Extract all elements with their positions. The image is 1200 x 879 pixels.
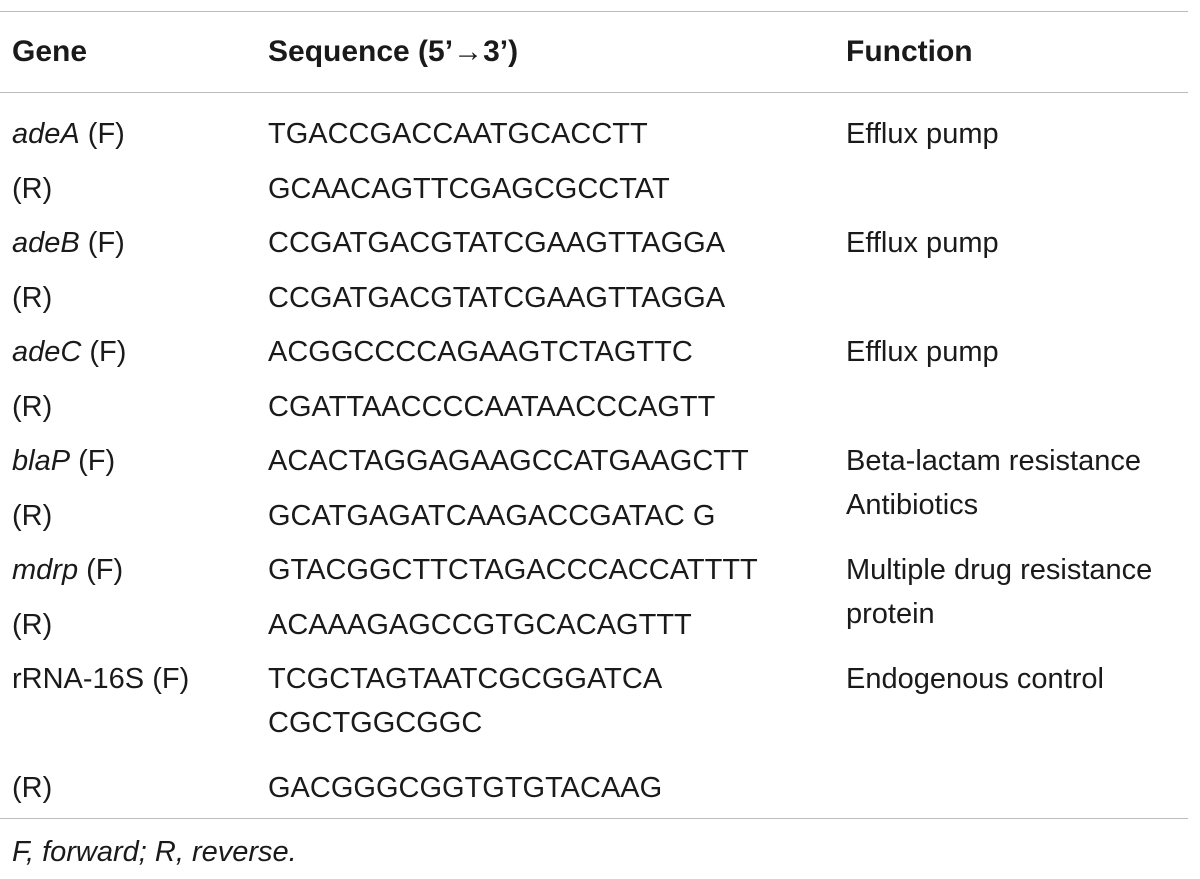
table-cell-function: Efflux pump (846, 336, 999, 368)
gene-name: blaP (12, 445, 71, 477)
table-cell-gene: (R) (12, 494, 52, 538)
table-cell-function: Beta-lactam resistance (846, 445, 1141, 477)
table-cell-gene: (R) (12, 766, 52, 810)
strand-label: (F) (70, 445, 116, 477)
strand-label: (F) (79, 227, 125, 259)
gene-name: adeB (12, 227, 80, 259)
table-cell-gene: (R) (12, 276, 52, 320)
header-sequence: Sequence (5’→3’) (268, 35, 519, 68)
strand-label: (R) (12, 499, 53, 532)
strand-label: (F) (78, 554, 124, 586)
table-cell-sequence: GCAACAGTTCGAGCGCCTAT (268, 172, 670, 205)
table-cell-function: Antibiotics (846, 489, 979, 521)
table-top-rule (0, 11, 1188, 12)
table-cell-gene: (R) (12, 603, 52, 647)
table-cell-sequence: CCGATGACGTATCGAAGTTAGGA (268, 227, 726, 259)
strand-label: (R) (12, 608, 53, 641)
gene-name: adeC (12, 336, 82, 368)
strand-label: (F) (79, 118, 125, 150)
table-cell-gene: adeC (F) (12, 330, 126, 374)
table-cell-function: protein (846, 598, 935, 630)
table-footnote: F, forward; R, reverse. (12, 836, 297, 868)
table-cell-sequence: CGCTGGCGGC (268, 707, 483, 739)
table-cell-sequence: GTACGGCTTCTAGACCCACCATTTT (268, 554, 758, 586)
strand-label: (R) (12, 172, 53, 205)
table-cell-gene: blaP (F) (12, 439, 115, 483)
table-header-rule (0, 92, 1188, 93)
table-cell-sequence: GACGGGCGGTGTGTACAAG (268, 772, 663, 804)
strand-label: (R) (12, 281, 53, 314)
strand-label: rRNA-16S (F) (12, 663, 190, 695)
table-cell-gene: rRNA-16S (F) (12, 657, 189, 701)
table-cell-function: Efflux pump (846, 227, 999, 259)
table-cell-gene: mdrp (F) (12, 548, 123, 592)
table-cell-function: Multiple drug resistance (846, 554, 1153, 586)
table-cell-sequence: TGACCGACCAATGCACCTT (268, 118, 648, 150)
strand-label: (F) (81, 336, 127, 368)
gene-name: adeA (12, 118, 80, 150)
header-function: Function (846, 35, 973, 68)
table-cell-sequence: TCGCTAGTAATCGCGGATCA (268, 663, 663, 695)
strand-label: (R) (12, 390, 53, 423)
table-cell-gene: (R) (12, 167, 52, 211)
table-bottom-rule (0, 818, 1188, 819)
table-cell-gene: adeB (F) (12, 221, 125, 265)
table-cell-function: Endogenous control (846, 663, 1104, 695)
table-cell-sequence: GCATGAGATCAAGACCGATAC G (268, 499, 716, 532)
strand-label: (R) (12, 772, 53, 804)
table-cell-gene: (R) (12, 385, 52, 429)
header-gene: Gene (12, 35, 88, 68)
table-cell-function: Efflux pump (846, 118, 999, 150)
table-cell-sequence: ACAAAGAGCCGTGCACAGTTT (268, 608, 692, 641)
table-cell-sequence: ACGGCCCCAGAAGTCTAGTTC (268, 336, 693, 368)
table-cell-gene: adeA (F) (12, 112, 125, 156)
table-cell-sequence: CCGATGACGTATCGAAGTTAGGA (268, 281, 726, 314)
gene-name: mdrp (12, 554, 79, 586)
table-cell-sequence: ACACTAGGAGAAGCCATGAAGCTT (268, 445, 749, 477)
table-cell-sequence: CGATTAACCCCAATAACCCAGTT (268, 390, 716, 423)
